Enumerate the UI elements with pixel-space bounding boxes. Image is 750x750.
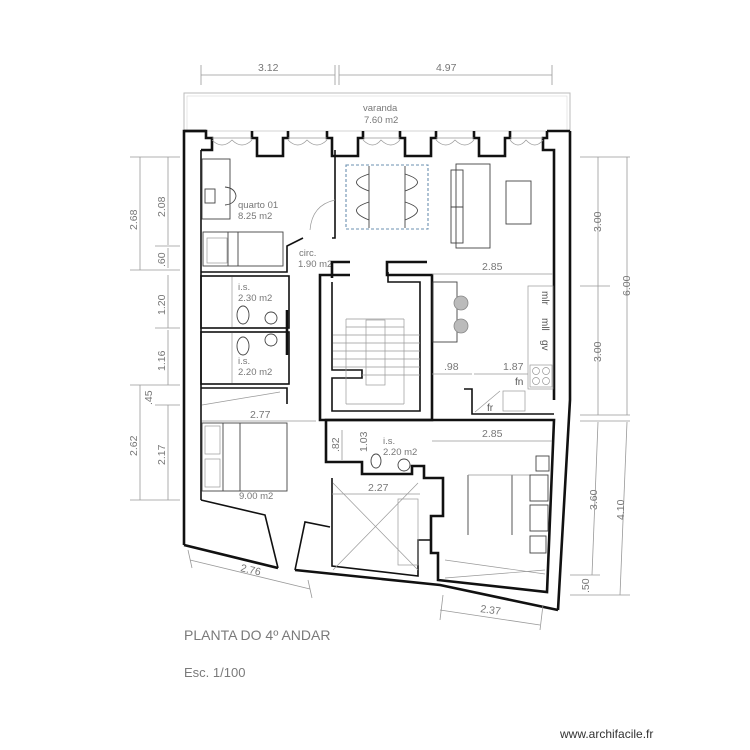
dim-bedroom2-285: 2.85 — [482, 428, 503, 440]
room-is-1: i.s. 2.30 m2 — [200, 275, 290, 329]
outer-walls — [182, 129, 572, 612]
room-bedroom-03: 2.85 — [324, 418, 556, 594]
dim-top-left: 3.12 — [258, 62, 279, 74]
kitchen-label-gv: gv — [539, 340, 550, 351]
quarto-01-label: quarto 01 — [238, 200, 278, 211]
dim-right-50: .50 — [580, 578, 592, 593]
dim-left-60: .60 — [156, 252, 168, 267]
dim-hall-227: 2.27 — [368, 482, 389, 494]
dim-right-300a: 3.00 — [592, 211, 604, 232]
quarto-01-area: 8.25 m2 — [238, 211, 272, 222]
dim-top-right: 4.97 — [436, 62, 457, 74]
living-room — [345, 163, 532, 249]
circ-label: circ. — [299, 248, 316, 259]
dim-right-600: 6.00 — [621, 275, 633, 296]
dim-kitchen-187: 1.87 — [503, 361, 524, 373]
dim-left-45: .45 — [143, 390, 155, 405]
hall-lower: 2.27 — [331, 478, 431, 577]
room-quarto-01: quarto 01 8.25 m2 — [201, 150, 336, 273]
dim-bottom-276: 2.76 — [239, 562, 262, 578]
varanda: varanda 7.60 m2 — [183, 92, 571, 132]
varanda-label: varanda — [363, 103, 398, 114]
dim-kitchen-285: 2.85 — [482, 261, 503, 273]
watermark: www.archifacile.fr — [560, 727, 654, 741]
stairwell — [318, 260, 434, 422]
kitchen: 2.85 mlr mll gv .98 1.87 fn fr — [432, 261, 554, 415]
dim-bedroom-277: 2.77 — [250, 409, 271, 421]
dim-bottom-237: 2.37 — [480, 603, 502, 618]
dimension-top: 3.12 4.97 — [200, 62, 553, 85]
dim-right-360: 3.60 — [588, 489, 600, 510]
kitchen-label-fr: fr — [487, 403, 494, 414]
dim-is3-82: .82 — [330, 437, 342, 452]
dim-is3-103: 1.03 — [358, 431, 370, 452]
is-3-area: 2.20 m2 — [383, 447, 417, 458]
quarto-02-area: 9.00 m2 — [239, 491, 273, 502]
dim-kitchen-98: .98 — [444, 361, 459, 373]
dim-right-300b: 3.00 — [592, 341, 604, 362]
dim-left-208: 2.08 — [156, 196, 168, 217]
is-3-label: i.s. — [383, 436, 395, 447]
is-2-area: 2.20 m2 — [238, 367, 272, 378]
dim-left-217: 2.17 — [156, 444, 168, 465]
room-is-3: .82 1.03 i.s. 2.20 m2 — [330, 430, 417, 472]
is-1-label: i.s. — [238, 282, 250, 293]
varanda-area: 7.60 m2 — [364, 115, 398, 126]
dimension-right: 3.00 6.00 3.00 3.60 4.10 .50 — [570, 156, 633, 596]
room-is-2: i.s. 2.20 m2 — [200, 310, 290, 385]
is-2-label: i.s. — [238, 356, 250, 367]
circ-area: 1.90 m2 — [298, 259, 332, 270]
dim-left-116: 1.16 — [156, 350, 168, 371]
dim-right-410: 4.10 — [615, 499, 627, 520]
kitchen-label-mll: mll — [539, 318, 550, 331]
dim-left-262: 2.62 — [128, 435, 140, 456]
room-quarto-02: 2.77 9.00 m2 — [201, 387, 316, 502]
kitchen-label-mlr: mlr — [539, 291, 550, 306]
plan-scale: Esc. 1/100 — [184, 665, 246, 680]
is-1-area: 2.30 m2 — [238, 293, 272, 304]
plan-title: PLANTA DO 4º ANDAR — [184, 627, 331, 643]
room-circ: circ. 1.90 m2 — [298, 199, 336, 270]
dimension-bottom: 2.76 2.37 — [187, 549, 544, 631]
kitchen-label-fn: fn — [515, 377, 523, 388]
dim-left-268: 2.68 — [128, 209, 140, 230]
dimension-left: 2.68 2.08 .60 1.20 1.16 .45 2.62 2.17 — [128, 156, 180, 501]
dim-left-120: 1.20 — [156, 294, 168, 315]
